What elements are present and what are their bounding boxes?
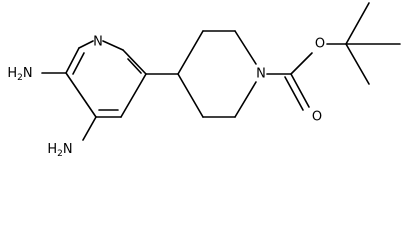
piperidine-n-label: N — [256, 67, 266, 82]
bond-c6-c5-inner — [127, 58, 142, 74]
bond-c2-c1 — [65, 47, 80, 74]
bond-pip-1 — [177, 30, 204, 75]
ester-o-label: O — [315, 37, 325, 52]
bond-carbonyl-o-double — [284, 76, 304, 111]
bond-c2-c1-inner — [72, 52, 85, 75]
bond-tbu-me1 — [345, 2, 370, 45]
bond-pip-3 — [234, 30, 257, 65]
bond-c3-c2 — [65, 72, 97, 118]
bond-carbonyl-oester — [290, 52, 313, 75]
bond-c6-c5 — [122, 49, 147, 75]
pyridine-n-label: N — [93, 35, 103, 50]
bond-c3-nh2 — [82, 116, 97, 141]
structure-diagram: N H2N H2N N O O — [7, 2, 401, 159]
bond-tbu-me3 — [345, 43, 370, 85]
amine-top-label: H2N — [7, 66, 32, 83]
bond-carbonyl-o — [290, 73, 310, 108]
carbonyl-o-label: O — [312, 110, 322, 125]
bond-n1-c2 — [78, 40, 94, 49]
bond-n1-c6 — [102, 40, 124, 51]
amine-bottom-label: H2N — [47, 142, 72, 159]
bond-c5-c4 — [120, 73, 147, 118]
bond-pip-6 — [177, 73, 204, 118]
bond-pip-4 — [234, 81, 257, 118]
